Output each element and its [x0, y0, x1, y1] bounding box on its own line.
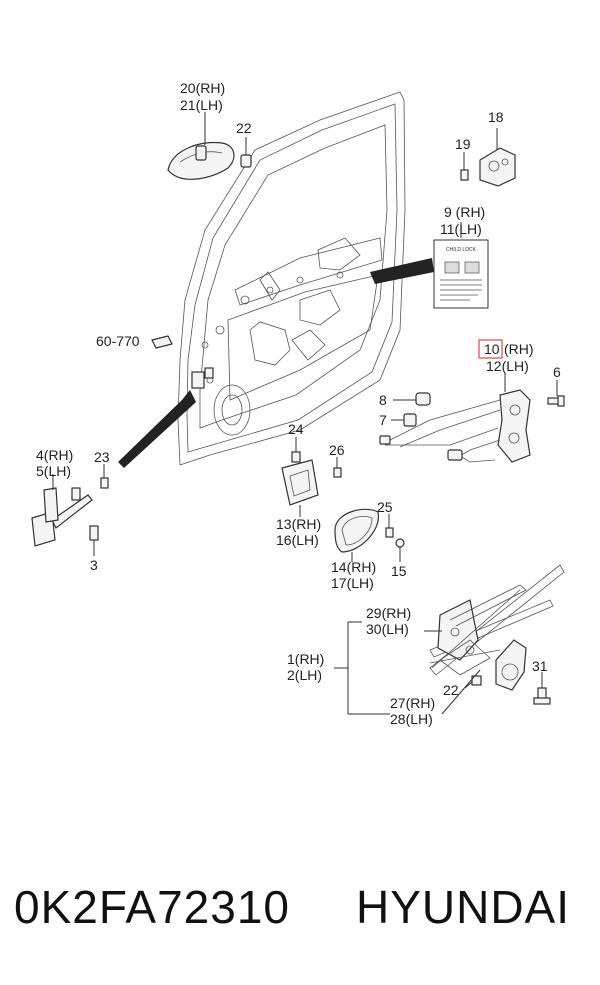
- door-check: [31, 474, 93, 547]
- inside-handle: [281, 437, 319, 517]
- label-15: 15: [391, 563, 407, 579]
- label-3: 3: [90, 557, 98, 573]
- label-25: 25: [377, 499, 393, 515]
- handle-bezel: [334, 508, 380, 562]
- label-5-lh: 5(LH): [36, 463, 71, 479]
- part-60-770-plug: [151, 335, 173, 349]
- leader-wedge-latch: [118, 390, 196, 468]
- highlight-part-10: [478, 339, 503, 359]
- label-14-rh: 14(RH): [331, 559, 376, 575]
- label-17-lh: 17(LH): [331, 575, 374, 591]
- label-60-770: 60-770: [96, 333, 140, 349]
- label-30-lh: 30(LH): [366, 621, 409, 637]
- label-20-rh: 20(RH): [180, 80, 225, 96]
- label-6: 6: [553, 364, 561, 380]
- label-23: 23: [94, 449, 110, 465]
- label-28-lh: 28(LH): [390, 711, 433, 727]
- striker: [479, 128, 516, 187]
- label-9-rh: 9 (RH): [444, 204, 485, 220]
- part-7-grommet: [391, 413, 417, 427]
- brand-name: HYUNDAI: [356, 881, 571, 933]
- label-19: 19: [455, 136, 471, 152]
- part-3-bolt: [89, 525, 99, 556]
- child-lock-label: CHILD LOCK: [433, 222, 489, 309]
- label-16-lh: 16(LH): [276, 532, 319, 548]
- label-2-lh: 2(LH): [287, 667, 322, 683]
- part-6-bolt: [547, 380, 565, 407]
- label-10-rh: (RH): [504, 341, 534, 357]
- part-8-clip: [393, 392, 431, 406]
- child-lock-label-title: CHILD LOCK: [446, 247, 477, 253]
- door-latch-detail: [191, 367, 214, 389]
- label-11-lh: 11(LH): [440, 221, 482, 237]
- part-22-nut: [464, 675, 482, 689]
- part-number: 0K2FA72310: [14, 881, 291, 933]
- part-15-cap: [395, 538, 405, 562]
- label-21-lh: 21(LH): [180, 97, 223, 113]
- label-31: 31: [532, 658, 548, 674]
- label-22-lower: 22: [443, 682, 459, 698]
- label-22: 22: [236, 120, 252, 136]
- part-19-screw: [460, 152, 469, 181]
- label-8: 8: [379, 392, 387, 408]
- label-10: 10: [484, 341, 500, 357]
- label-13-rh: 13(RH): [276, 516, 321, 532]
- door-latch-assembly: [379, 373, 531, 463]
- label-24: 24: [288, 421, 304, 437]
- label-4-rh: 4(RH): [36, 447, 73, 463]
- label-27-rh: 27(RH): [390, 695, 435, 711]
- label-29-rh: 29(RH): [366, 605, 411, 621]
- label-12-lh: 12(LH): [486, 358, 529, 374]
- label-18: 18: [488, 109, 504, 125]
- group-bracket: [334, 621, 481, 715]
- outside-handle: [167, 112, 235, 180]
- label-7: 7: [379, 412, 387, 428]
- leader-wedge-label: [370, 258, 434, 284]
- label-1-rh: 1(RH): [287, 651, 324, 667]
- part-22-clip: [240, 137, 252, 168]
- part-25-screw: [385, 514, 394, 538]
- label-26: 26: [329, 442, 345, 458]
- window-regulator: [424, 564, 565, 691]
- part-23-bolt: [100, 464, 109, 489]
- door-frame: [177, 91, 406, 466]
- part-26-screw: [333, 457, 342, 478]
- part-31-bolt: [533, 672, 551, 705]
